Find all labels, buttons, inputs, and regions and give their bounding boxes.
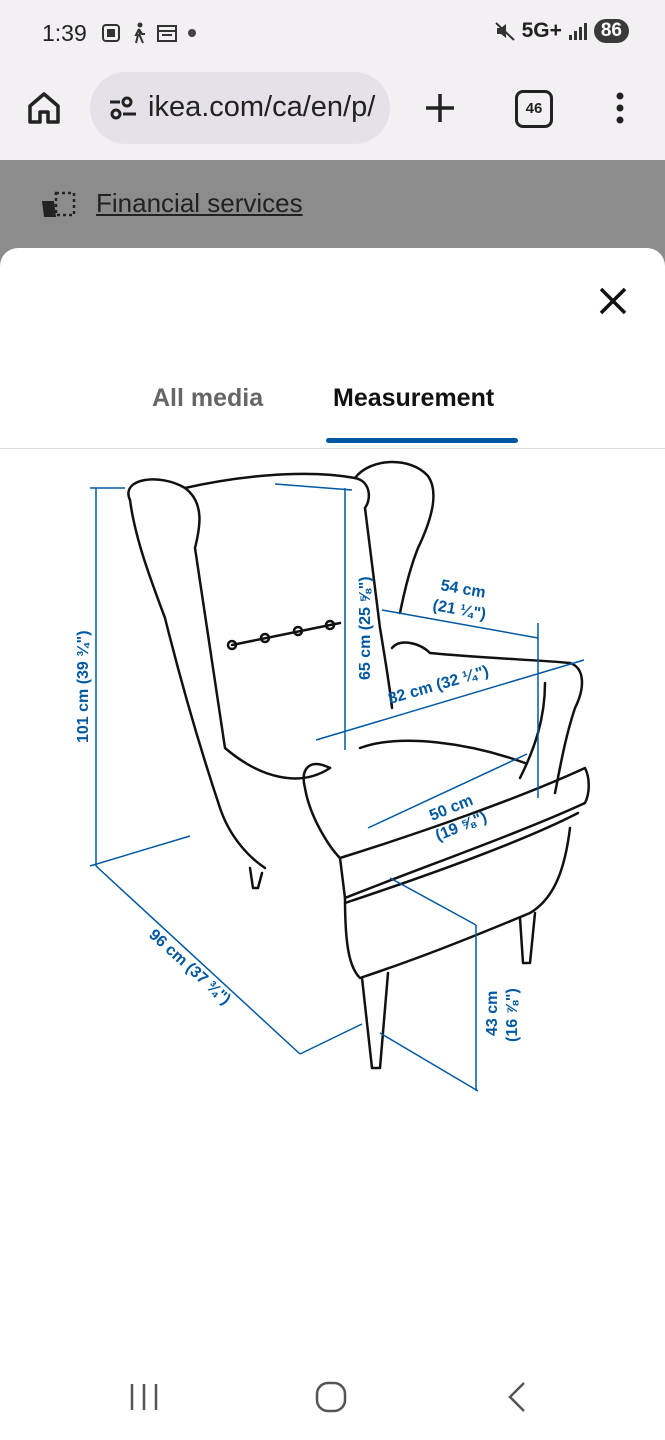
home-circle-icon[interactable] — [314, 1380, 348, 1414]
address-bar[interactable]: ikea.com/ca/en/p/ — [90, 72, 390, 144]
tab-count: 46 — [525, 100, 543, 117]
dim-width-total: 82 cm (32 ¼") — [386, 663, 490, 708]
tab-measurement[interactable]: Measurement — [333, 384, 495, 412]
chair-illustration — [127, 460, 590, 1070]
calendar-icon — [157, 25, 177, 42]
dim-seat-height: 43 cm — [484, 991, 501, 1036]
media-modal: All media Measurement — [0, 248, 665, 1440]
recent-apps-icon[interactable] — [128, 1382, 160, 1412]
measurement-diagram: 101 cm (39 ¾") 65 cm (25 ⅝") 54 cm (21 ¼… — [75, 460, 590, 1092]
dim-height-total: 101 cm (39 ¾") — [75, 630, 92, 743]
screenshot-icon — [102, 24, 120, 42]
financial-icon — [42, 191, 76, 217]
signal-icon — [568, 23, 587, 40]
battery-badge: 86 — [593, 19, 629, 43]
walking-icon — [134, 22, 145, 44]
dim-seat-width: 54 cm — [439, 577, 487, 602]
mute-icon — [494, 22, 515, 41]
tab-all-media[interactable]: All media — [152, 384, 264, 412]
dim-seat-width-in: (21 ¼") — [431, 597, 487, 623]
close-icon[interactable] — [596, 284, 630, 318]
dim-back-height: 65 cm (25 ⅝") — [357, 576, 374, 680]
dim-seat-height-in: (16 ⅞") — [504, 988, 521, 1042]
network-label: 5G+ — [521, 19, 562, 42]
dim-depth-total: 96 cm (37 ¾") — [145, 926, 233, 1008]
status-right: 5G+ 86 — [494, 19, 629, 43]
browser-toolbar: ikea.com/ca/en/p/ 46 — [0, 68, 665, 160]
more-vert-icon[interactable] — [606, 88, 634, 128]
media-tabs: All media Measurement — [0, 358, 665, 449]
url-text: ikea.com/ca/en/p/ — [148, 91, 376, 123]
system-nav-bar — [0, 1360, 665, 1440]
status-icons — [100, 22, 198, 44]
back-icon[interactable] — [505, 1380, 529, 1414]
status-bar: 1:39 5G+ 86 — [0, 0, 665, 68]
site-settings-icon[interactable] — [108, 96, 138, 120]
active-tab-indicator — [326, 438, 518, 443]
financial-services-row[interactable]: Financial services — [40, 188, 303, 219]
tabs-icon[interactable]: 46 — [515, 90, 553, 128]
dot-icon — [188, 29, 196, 37]
home-icon[interactable] — [24, 88, 64, 128]
financial-services-link[interactable]: Financial services — [96, 188, 303, 218]
dimension-lines — [89, 483, 585, 1092]
plus-icon[interactable] — [420, 88, 460, 128]
status-time: 1:39 — [42, 20, 87, 46]
